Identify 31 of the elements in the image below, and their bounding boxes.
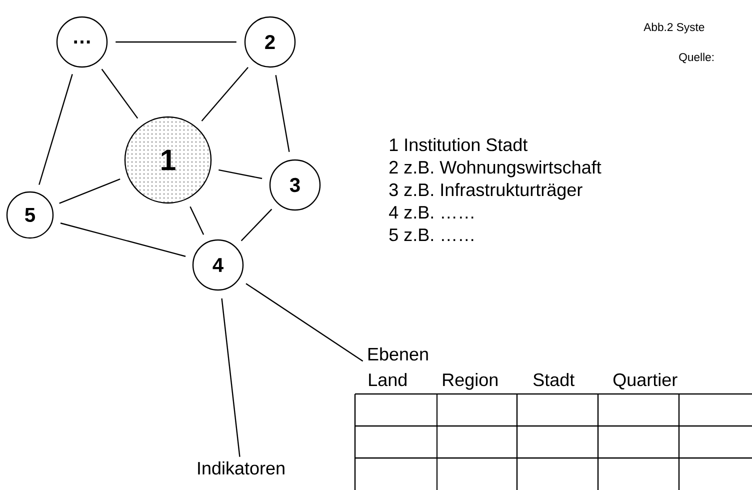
legend-entry: 2 z.B. Wohnungswirtschaft: [390, 160, 602, 178]
column-header: Region: [443, 372, 498, 390]
connector-line: [240, 208, 272, 242]
circle-node: 4: [192, 239, 244, 291]
source-text: Quelle:: [679, 52, 714, 64]
circle-node: 3: [269, 159, 321, 211]
connector-line: [38, 74, 73, 185]
legend-entry: 1 Institution Stadt: [390, 138, 528, 152]
legend-entry: 5 z.B. ……: [389, 228, 474, 242]
connector-line: [246, 283, 364, 362]
circle-node: 5: [6, 191, 54, 239]
circle-node: …: [56, 16, 108, 68]
connector-line: [221, 298, 240, 457]
connector-line: [201, 67, 248, 122]
connector-line: [101, 68, 138, 119]
column-header: Land: [369, 372, 406, 386]
caption-text: Abb.2 Syste: [644, 22, 704, 34]
column-header: Quartier: [613, 372, 678, 390]
legend-entry: 3 z.B. Infrastrukturträger: [389, 182, 582, 200]
connector-line: [59, 178, 120, 204]
connector-line: [60, 222, 186, 257]
connector-line: [218, 169, 262, 180]
connector-line: [275, 75, 290, 152]
circle-node: 2: [244, 16, 296, 68]
connector-line: [190, 206, 204, 235]
node-text: Indikatoren: [198, 461, 284, 475]
column-header: Stadt: [533, 372, 574, 386]
shaded-circle-node: 1: [124, 116, 212, 204]
connector-line: [116, 41, 236, 43]
node-text: Ebenen: [368, 347, 428, 361]
legend-entry: 4 z.B. ……: [389, 206, 474, 218]
